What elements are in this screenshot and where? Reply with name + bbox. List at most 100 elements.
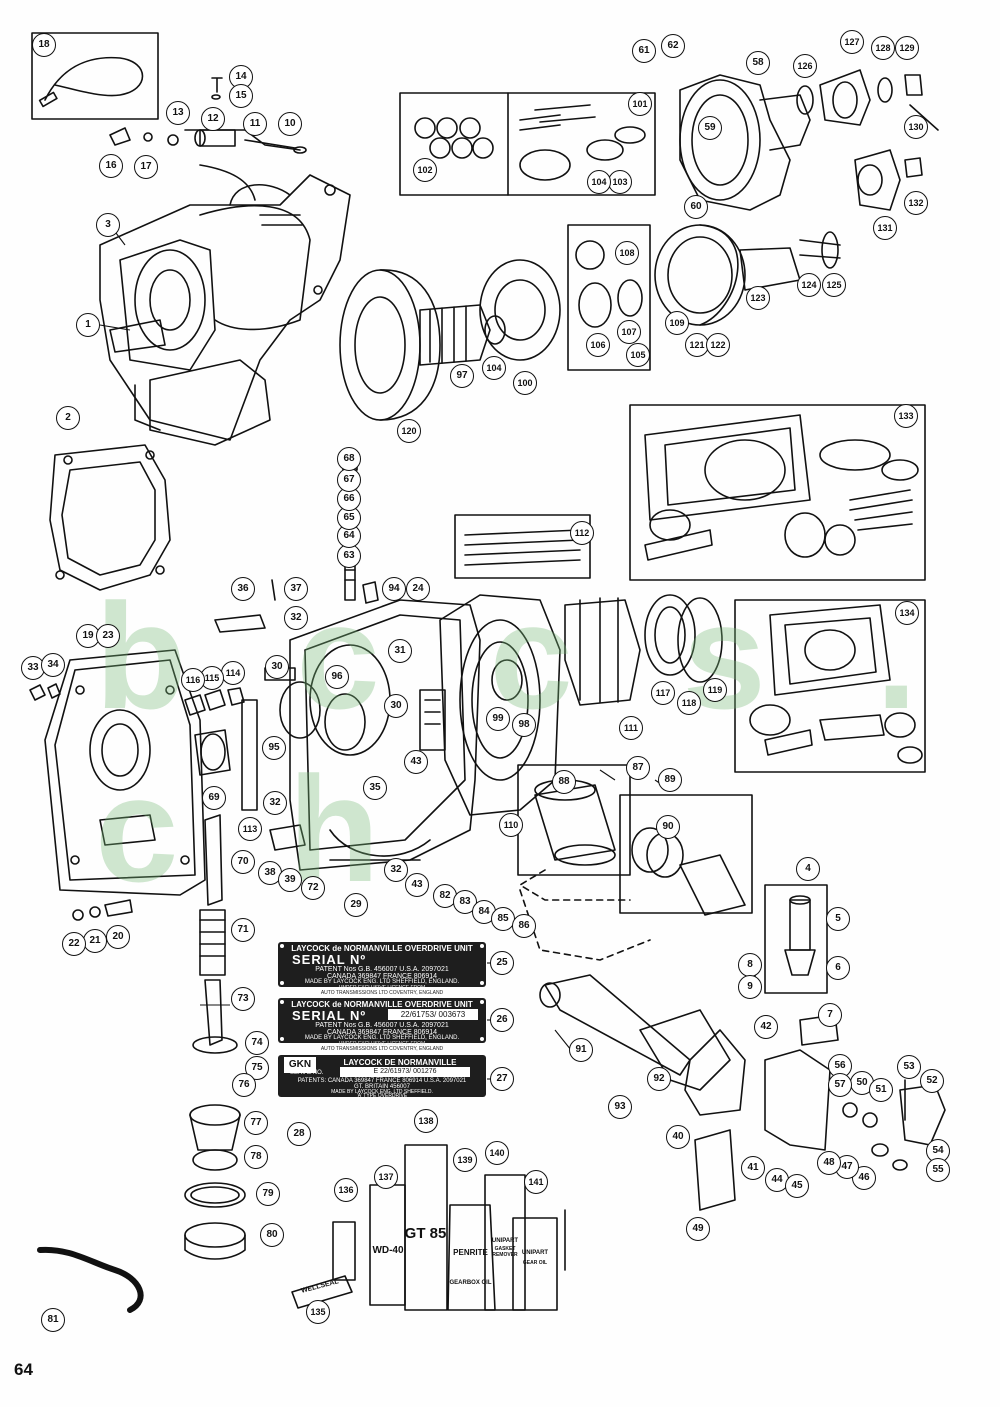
callout-74: 74 [245,1031,269,1055]
callout-107: 107 [617,320,641,344]
callout-126: 126 [793,54,817,78]
callout-100: 100 [513,371,537,395]
callout-95: 95 [262,736,286,760]
callout-132: 132 [904,191,928,215]
callout-120: 120 [397,419,421,443]
callout-8: 8 [738,953,762,977]
callout-141: 141 [524,1170,548,1194]
callout-68: 68 [337,447,361,471]
callout-116: 116 [181,668,205,692]
callout-51: 51 [869,1078,893,1102]
callout-98: 98 [512,713,536,737]
callout-39: 39 [278,868,302,892]
callout-32: 32 [384,858,408,882]
callout-127: 127 [840,30,864,54]
unipart-gasket-label: UNIPART [491,1238,519,1244]
callout-101: 101 [628,92,652,116]
plate-27-line6: 'A' TYPE OVERDRIVE [356,1093,408,1099]
callout-43: 43 [404,750,428,774]
callout-93: 93 [608,1095,632,1119]
wd40-label: WD-40 [372,1245,404,1256]
plate-27-line2: SERIAL NO. [290,1070,324,1076]
callout-29: 29 [344,893,368,917]
plate-26-line4: CANADA 369847 FRANCE 806914 [326,1029,438,1036]
plate-25-line7: AUTO TRANSMISSIONS LTD COVENTRY, ENGLAND [320,990,444,996]
plate-26-line6: UNDER EXCLUSIVE LICENCE FROM [338,1041,426,1047]
callout-27: 27 [490,1067,514,1091]
plate-25-line3: PATENT Nos G.B. 456007 U.S.A. 2097021 [315,966,449,973]
callout-134: 134 [895,601,919,625]
callout-10: 10 [278,112,302,136]
callout-81: 81 [41,1308,65,1332]
callout-23: 23 [96,624,120,648]
callout-105: 105 [626,343,650,367]
plate-27-line5: MADE BY LAYCOCK ENG. LTD SHEFFIELD. [331,1089,433,1095]
callout-7: 7 [818,1003,842,1027]
callout-110: 110 [499,813,523,837]
box-101 [399,92,656,196]
callout-118: 118 [677,691,701,715]
callout-71: 71 [231,918,255,942]
callout-136: 136 [334,1178,358,1202]
callout-130: 130 [904,115,928,139]
box-134 [734,599,926,773]
plate-26-line2: SERIAL Nº [292,1008,367,1023]
callout-48: 48 [817,1151,841,1175]
callout-4: 4 [796,857,820,881]
callout-106: 106 [586,333,610,357]
callout-91: 91 [569,1038,593,1062]
plate-26-line1: LAYCOCK de NORMANVILLE OVERDRIVE UNIT [291,1000,473,1009]
callout-129: 129 [895,36,919,60]
callout-24: 24 [406,577,430,601]
callout-92: 92 [647,1067,671,1091]
plate-27-serial: E 22/61973/ 001276 [340,1067,470,1077]
callout-119: 119 [703,678,727,702]
callout-87: 87 [626,756,650,780]
callout-42: 42 [754,1015,778,1039]
callout-104: 104 [587,170,611,194]
callout-58: 58 [746,51,770,75]
plate-25-line2: SERIAL Nº [292,952,367,967]
callout-62: 62 [661,34,685,58]
callout-35: 35 [363,776,387,800]
callout-99: 99 [486,707,510,731]
callout-59: 59 [698,116,722,140]
front-casing [44,649,206,896]
callout-52: 52 [920,1069,944,1093]
callout-37: 37 [284,577,308,601]
callout-31: 31 [388,639,412,663]
callout-111: 111 [619,716,643,740]
callout-16: 16 [99,154,123,178]
callout-104: 104 [482,356,506,380]
box-105 [567,224,651,371]
centre-housing [279,599,481,871]
callout-97: 97 [450,364,474,388]
callout-86: 86 [512,914,536,938]
rear-casing [679,74,811,211]
callout-30: 30 [265,655,289,679]
callout-13: 13 [166,101,190,125]
plate-27-logo: GKN [284,1057,316,1073]
callout-69: 69 [202,786,226,810]
callout-75: 75 [245,1056,269,1080]
callout-55: 55 [926,1158,950,1182]
callout-103: 103 [608,170,632,194]
gasket-2 [49,444,171,591]
callout-94: 94 [382,577,406,601]
callout-43: 43 [405,873,429,897]
plate-25-line1: LAYCOCK de NORMANVILLE OVERDRIVE UNIT [291,944,473,953]
plate-27-line3: PATENTS: CANADA 369847 FRANCE 806914 U.S… [297,1078,467,1084]
callout-32: 32 [284,606,308,630]
plate-25-line5: MADE BY LAYCOCK ENG. LTD SHEFFIELD, ENGL… [304,979,460,985]
callout-80: 80 [260,1223,284,1247]
callout-11: 11 [243,112,267,136]
unipart-oil-label: UNIPART [521,1250,549,1256]
callout-40: 40 [666,1125,690,1149]
page-number: 64 [14,1360,33,1379]
callout-139: 139 [453,1148,477,1172]
callout-102: 102 [413,158,437,182]
callout-2: 2 [56,406,80,430]
plate-26-line7: AUTO TRANSMISSIONS LTD COVENTRY, ENGLAND [320,1046,444,1052]
callout-89: 89 [658,768,682,792]
